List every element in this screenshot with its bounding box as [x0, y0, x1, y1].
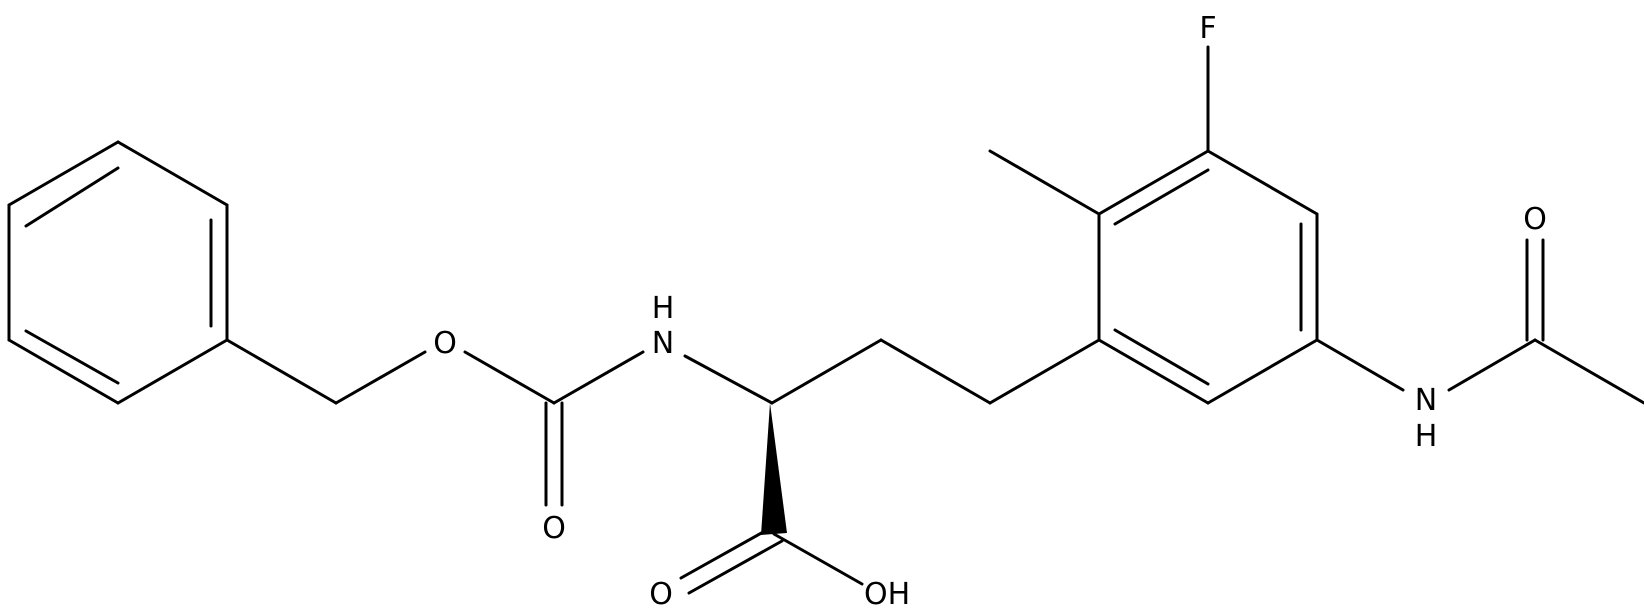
acetamide-nitrogen-label: N	[1415, 383, 1437, 418]
aryl-ring	[1097, 149, 1319, 405]
bond	[988, 149, 1101, 216]
bond	[225, 338, 338, 405]
bond	[1315, 338, 1405, 392]
bond-inner	[1113, 168, 1210, 226]
bond	[679, 524, 776, 580]
bond	[463, 350, 556, 405]
bond	[116, 338, 229, 405]
acetyl-oxygen-label: O	[1523, 202, 1547, 237]
backbone	[679, 338, 1101, 595]
bond	[772, 532, 864, 586]
bond	[7, 140, 120, 207]
bond	[879, 338, 992, 405]
bond	[988, 338, 1101, 405]
acetamide-nitrogen-h-label: H	[1415, 419, 1438, 454]
bond-inner	[24, 166, 120, 228]
bond	[552, 350, 645, 405]
ester-oxygen-label: O	[433, 326, 457, 361]
substituents	[988, 45, 1644, 405]
bond	[1097, 149, 1210, 216]
acid-oxygen-label: O	[649, 577, 673, 612]
bond	[334, 350, 427, 405]
cbz-group	[225, 338, 645, 507]
bond	[1097, 338, 1210, 405]
bond	[1447, 338, 1537, 392]
fluorine-label: F	[1199, 11, 1216, 46]
bond-inner	[1113, 328, 1210, 386]
acid-hydroxyl-label: OH	[864, 577, 910, 612]
carbamate-oxygen-label: O	[542, 511, 566, 546]
bond	[770, 338, 883, 405]
bond	[1206, 149, 1319, 216]
bond	[7, 338, 120, 405]
wedge-bond	[761, 403, 787, 535]
bond	[116, 140, 229, 207]
carbamate-nitrogen-label: N	[652, 326, 674, 361]
bond	[1206, 338, 1319, 405]
benzyl-ring	[7, 140, 229, 405]
bond	[683, 354, 774, 405]
carbamate-nitrogen-h-label: H	[652, 291, 675, 326]
bond	[687, 539, 784, 595]
bond	[1533, 338, 1644, 405]
bond-inner	[24, 329, 120, 385]
